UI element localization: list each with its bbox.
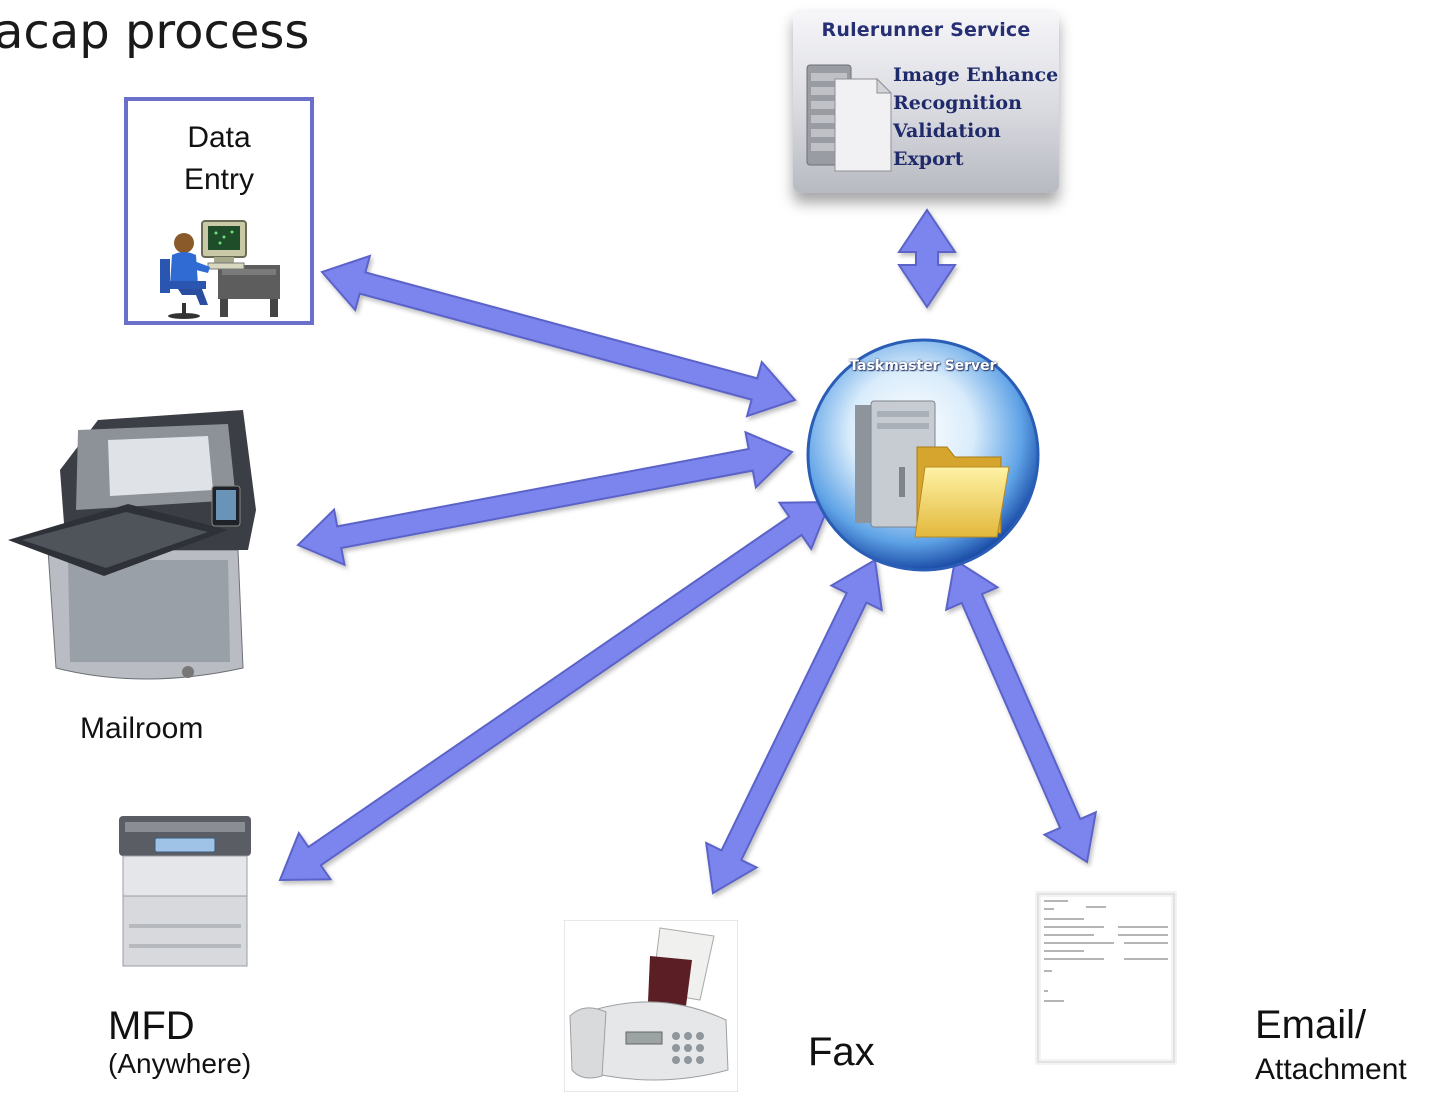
data-entry-label-line2: Entry	[183, 163, 255, 196]
rulerunner-step: Export	[893, 148, 964, 170]
fax-label: Fax	[808, 1030, 875, 1074]
mfd-label: MFD	[108, 1004, 195, 1048]
server-document-icon	[806, 64, 893, 172]
arrow-rulerunner	[897, 208, 957, 309]
rulerunner-step: Recognition	[893, 92, 1022, 114]
mfd-printer-icon	[119, 816, 251, 967]
fax-machine-icon	[564, 920, 738, 1092]
taskmaster-server-orb	[806, 338, 1040, 572]
mfd-sublabel: (Anywhere)	[108, 1048, 252, 1079]
email-label: Email/	[1255, 1003, 1367, 1047]
email-attachment-document-icon	[1035, 891, 1177, 1065]
mailroom-scanner-icon	[8, 410, 256, 680]
data-entry-label: Data Entry	[128, 117, 310, 201]
taskmaster-label: Taskmaster Server	[849, 358, 997, 374]
mailroom-label: Mailroom	[80, 712, 204, 745]
rulerunner-step: Validation	[893, 120, 1001, 142]
rulerunner-title: Rulerunner Service	[821, 19, 1031, 41]
arrow-fax	[704, 558, 884, 895]
data-entry-label-line1: Data	[187, 121, 251, 154]
slide-title: acap process	[0, 4, 310, 60]
rulerunner-service-panel: Rulerunner Service Image Enhance Recogni…	[793, 9, 1059, 193]
arrow-email	[944, 558, 1098, 864]
arrow-mailroom	[296, 430, 794, 567]
operator-at-computer-icon	[160, 220, 280, 319]
rulerunner-steps-list: Image Enhance Recognition Validation Exp…	[893, 61, 1058, 173]
rulerunner-step: Image Enhance	[893, 64, 1059, 86]
email-sublabel: Attachment	[1255, 1053, 1407, 1086]
arrow-data-entry	[320, 254, 797, 418]
data-entry-node: Data Entry	[124, 97, 314, 325]
